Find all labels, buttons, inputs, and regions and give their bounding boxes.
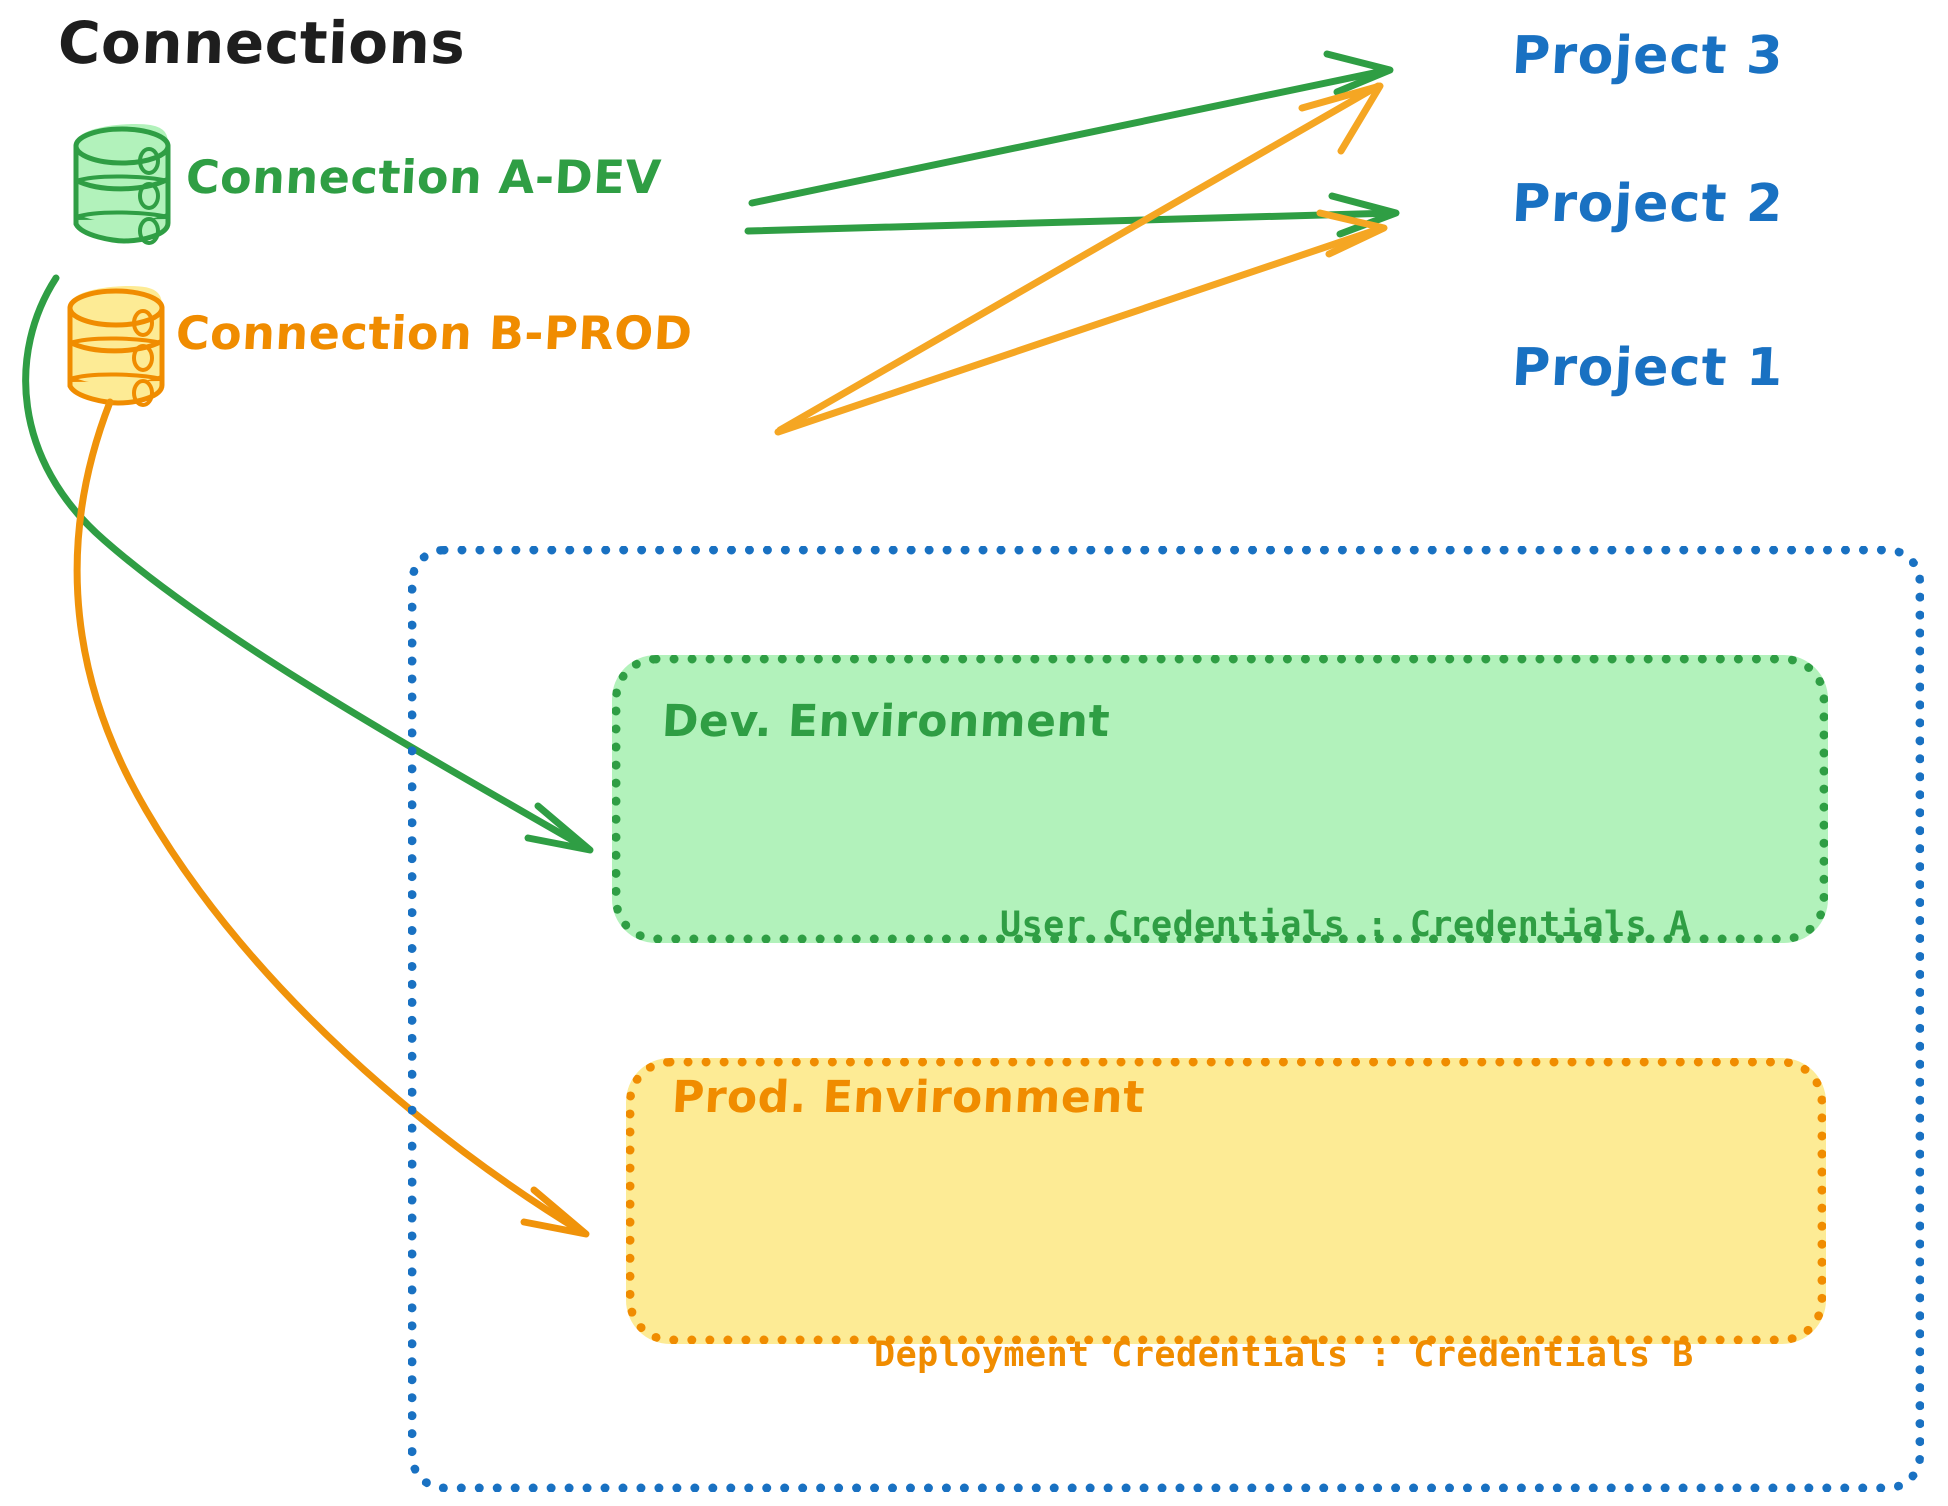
edge-b-prod-to-project-3 (776, 82, 1384, 434)
project-1-label[interactable]: Project 1 (1510, 338, 1786, 398)
edge-a-dev-to-project-3 (748, 50, 1394, 207)
project-3-label[interactable]: Project 3 (1510, 26, 1786, 86)
edge-b-prod-to-prod-environment (73, 398, 590, 1238)
dev-environment-credentials: User Credentials : Credentials A (1000, 905, 1691, 945)
prod-environment-title: Prod. Environment (670, 1072, 1147, 1123)
dev-environment-title: Dev. Environment (660, 696, 1112, 747)
connection-a-dev-label[interactable]: Connection A-DEV (184, 150, 663, 204)
dev-environment-box[interactable] (612, 655, 1828, 943)
prod-environment-credentials: Deployment Credentials : Credentials B (874, 1335, 1694, 1375)
database-cylinder-icon-orange[interactable] (67, 286, 165, 407)
page-title: Connections (56, 9, 467, 77)
database-cylinder-icon-green[interactable] (73, 124, 171, 245)
project-2-label[interactable]: Project 2 (1510, 174, 1786, 234)
edge-a-dev-to-project-2 (744, 192, 1400, 238)
project-1-container (408, 546, 1924, 1492)
prod-environment-box[interactable] (626, 1058, 1826, 1344)
edge-b-prod-to-project-2 (774, 209, 1388, 436)
connection-b-prod-label[interactable]: Connection B-PROD (174, 306, 694, 360)
edge-a-dev-to-dev-environment (22, 274, 594, 854)
